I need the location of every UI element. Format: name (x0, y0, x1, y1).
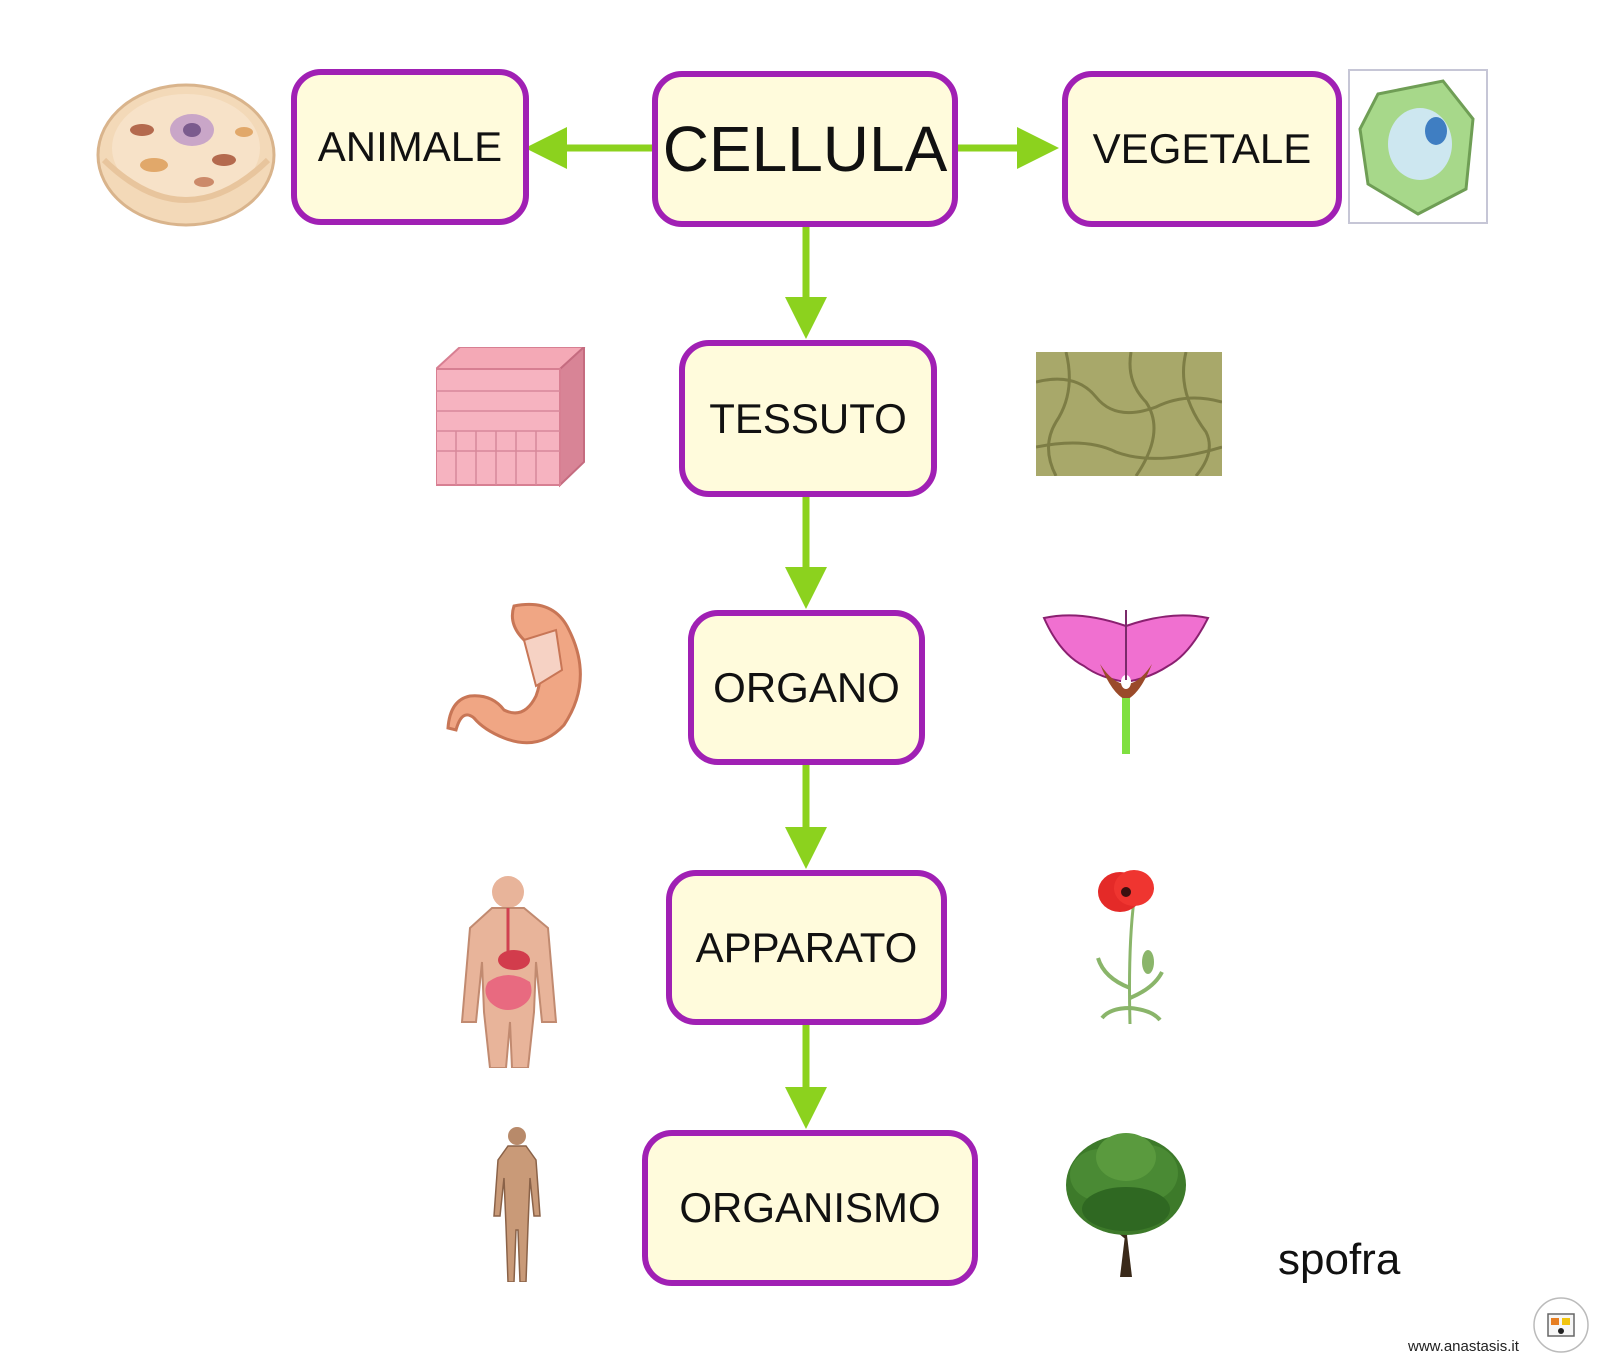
website-url[interactable]: www.anastasis.it (1408, 1338, 1519, 1355)
node-organo: ORGANO (688, 610, 925, 765)
plant-tissue-image (1036, 352, 1222, 476)
human-body-image (493, 1127, 541, 1282)
flower-diagram-image (1042, 610, 1210, 754)
author-signature: spofra (1278, 1235, 1401, 1284)
node-animale: ANIMALE (291, 69, 529, 225)
stomach-image (446, 602, 582, 745)
poppy-image (1096, 870, 1164, 1024)
plant-cell-image (1348, 69, 1488, 224)
animal-cell-image (96, 83, 276, 227)
node-organismo: ORGANISMO (642, 1130, 978, 1286)
node-vegetale: VEGETALE (1062, 71, 1342, 227)
animal-tissue-image (436, 347, 586, 488)
node-cellula: CELLULA (652, 71, 958, 227)
tree-image (1066, 1133, 1186, 1277)
digestive-system-image (460, 876, 558, 1068)
node-tessuto: TESSUTO (679, 340, 937, 497)
supermappe-logo (1533, 1297, 1589, 1353)
node-apparato: APPARATO (666, 870, 947, 1025)
